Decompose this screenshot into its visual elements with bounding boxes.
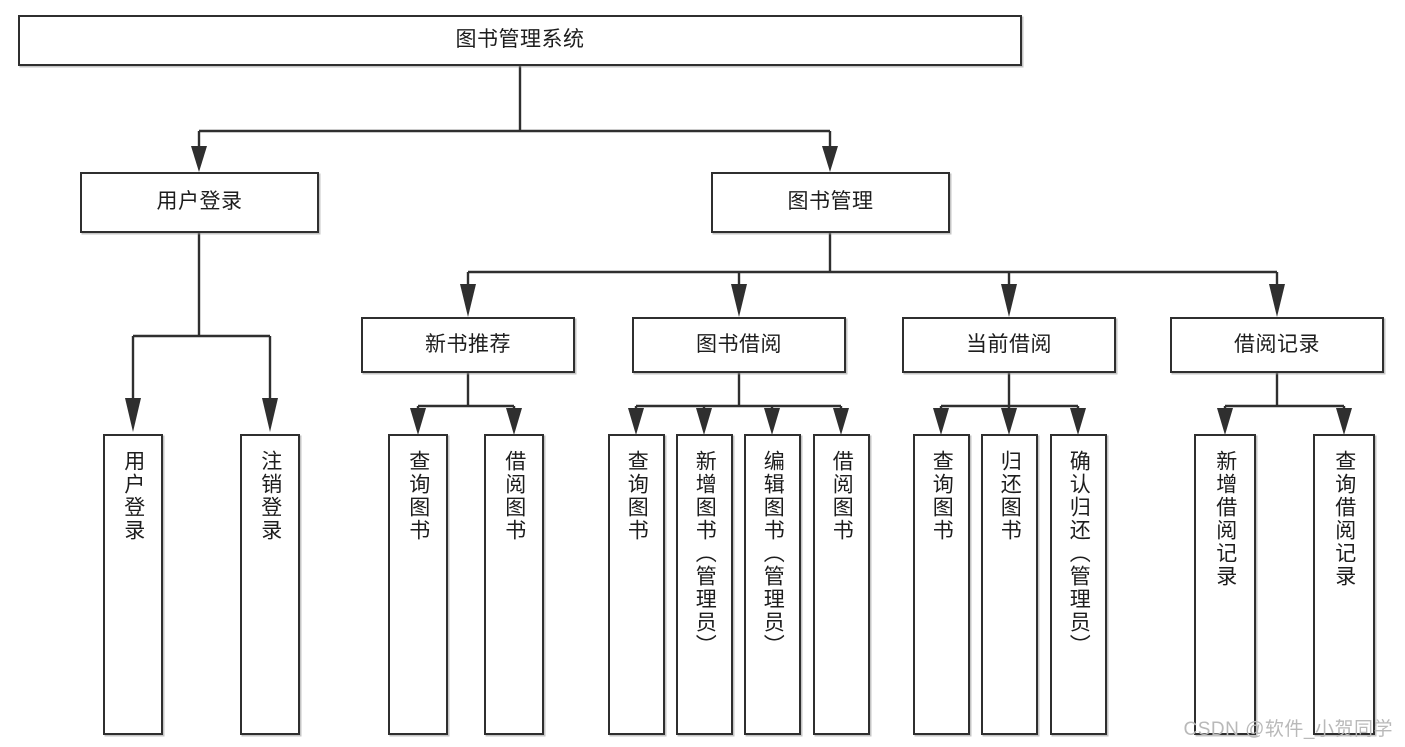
leaf-borrow-add-book[interactable]: 新增图书（管理员） [676,434,733,735]
leaf-current-return-book-label: 归还图书 [998,450,1022,542]
leaf-current-query-book[interactable]: 查询图书 [913,434,970,735]
leaf-borrow-edit-book[interactable]: 编辑图书（管理员） [744,434,801,735]
arrow-bookmgmt-to-b2 [731,284,747,317]
leaf-user-login-logout-label: 注销登录 [258,450,282,542]
arrow-bookmgmt-to-b4 [1269,284,1285,317]
leaf-new-book-query-label: 查询图书 [406,450,430,542]
leaf-borrow-add-book-label: 新增图书（管理员） [693,450,717,657]
node-borrow-record-label: 借阅记录 [1234,332,1320,356]
arrow-borrow-to-leaf2 [696,408,712,435]
node-user-login[interactable]: 用户登录 [80,172,319,233]
arrow-bookmgmt-to-b1 [460,284,476,317]
leaf-new-book-query[interactable]: 查询图书 [388,434,448,735]
arrow-record-to-leaf1 [1217,408,1233,435]
node-user-login-label: 用户登录 [156,190,243,214]
arrow-newbook-to-leaf2 [506,408,522,435]
node-book-management[interactable]: 图书管理 [711,172,950,233]
arrow-root-to-user-login [191,146,207,172]
node-book-management-label: 图书管理 [787,190,874,214]
node-book-borrow-label: 图书借阅 [696,332,782,356]
arrow-borrow-to-leaf3 [764,408,780,435]
watermark: CSDN @软件_小贺同学 [1183,719,1393,740]
leaf-borrow-borrow-book-label: 借阅图书 [830,450,854,542]
arrow-userlogin-to-leaf2 [262,398,278,432]
leaf-user-login-login[interactable]: 用户登录 [103,434,163,735]
leaf-current-confirm-return-label: 确认归还（管理员） [1067,450,1091,657]
leaf-current-query-book-label: 查询图书 [930,450,954,542]
arrow-current-to-leaf3 [1070,408,1086,435]
leaf-borrow-edit-book-label: 编辑图书（管理员） [761,450,785,657]
arrow-current-to-leaf1 [933,408,949,435]
node-current-borrow[interactable]: 当前借阅 [902,317,1116,373]
arrow-record-to-leaf2 [1336,408,1352,435]
arrow-newbook-to-leaf1 [410,408,426,435]
node-new-book-recommend[interactable]: 新书推荐 [361,317,575,373]
leaf-borrow-query-book[interactable]: 查询图书 [608,434,665,735]
arrow-userlogin-to-leaf1 [125,398,141,432]
node-new-book-recommend-label: 新书推荐 [425,332,511,356]
leaf-record-query[interactable]: 查询借阅记录 [1313,434,1375,735]
leaf-record-query-label: 查询借阅记录 [1332,450,1356,588]
arrow-borrow-to-leaf1 [628,408,644,435]
leaf-current-confirm-return[interactable]: 确认归还（管理员） [1050,434,1107,735]
leaf-borrow-borrow-book[interactable]: 借阅图书 [813,434,870,735]
leaf-record-add-label: 新增借阅记录 [1213,450,1237,588]
leaf-current-return-book[interactable]: 归还图书 [981,434,1038,735]
leaf-new-book-borrow-label: 借阅图书 [502,450,526,542]
arrow-current-to-leaf2 [1001,408,1017,435]
node-book-borrow[interactable]: 图书借阅 [632,317,846,373]
node-root[interactable]: 图书管理系统 [18,15,1022,66]
leaf-user-login-logout[interactable]: 注销登录 [240,434,300,735]
arrow-bookmgmt-to-b3 [1001,284,1017,317]
node-current-borrow-label: 当前借阅 [966,332,1052,356]
node-borrow-record[interactable]: 借阅记录 [1170,317,1384,373]
leaf-record-add[interactable]: 新增借阅记录 [1194,434,1256,735]
leaf-new-book-borrow[interactable]: 借阅图书 [484,434,544,735]
leaf-borrow-query-book-label: 查询图书 [625,450,649,542]
arrow-borrow-to-leaf4 [833,408,849,435]
node-root-label: 图书管理系统 [455,28,585,52]
arrow-root-to-book-mgmt [822,146,838,172]
leaf-user-login-login-label: 用户登录 [121,450,145,542]
